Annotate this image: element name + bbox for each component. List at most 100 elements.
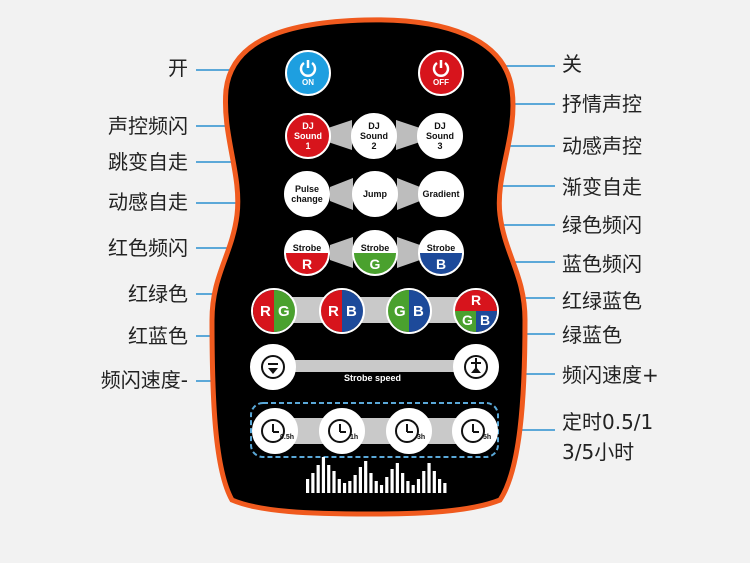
label-left-1: 声控频闪 [108, 114, 188, 138]
strobe-r-button[interactable]: Strobe R [284, 230, 330, 276]
equalizer-bar [337, 479, 341, 493]
clock-icon [328, 419, 352, 443]
gradient-label: Gradient [422, 189, 460, 199]
combo-gb-g: G [394, 303, 406, 320]
timer-5h-label: 5h [483, 434, 492, 441]
clock-icon [461, 419, 485, 443]
label-right-10: 3/5小时 [562, 440, 635, 464]
equalizer-bar [379, 485, 384, 493]
power-off-button[interactable]: OFF [418, 50, 464, 96]
equalizer-bar [364, 461, 368, 493]
equalizer-bar [438, 479, 442, 493]
equalizer-bar [369, 473, 373, 493]
power-on-button[interactable]: ON [285, 50, 331, 96]
equalizer-bar [374, 481, 378, 493]
timer-0-5h-label: 0.5h [280, 434, 295, 441]
label-right-8: 频闪速度+ [562, 363, 659, 387]
pulse-change-label: Pulse change [291, 184, 323, 204]
combo-rgb-g: G [462, 312, 473, 328]
speed-up-icon [464, 355, 488, 379]
equalizer-bar [306, 479, 310, 493]
label-right-2: 动感声控 [562, 134, 642, 158]
timer-1h-button[interactable]: 1h [319, 408, 365, 454]
dj-sound-1-button[interactable]: DJ Sound 1 [285, 113, 331, 159]
label-right-9: 定时0.5/1 [562, 410, 654, 434]
equalizer-bar [432, 471, 436, 493]
equalizer-bar [427, 463, 431, 493]
red-blue-button[interactable]: R B [319, 288, 365, 334]
red-green-button[interactable]: R G [251, 288, 297, 334]
strobe-speed-up-button[interactable] [453, 344, 499, 390]
label-left-5: 红绿色 [128, 282, 188, 306]
dj-sound-2-button[interactable]: DJ Sound 2 [351, 113, 397, 159]
sound-2-line2: Sound [360, 131, 388, 141]
speed-down-icon [261, 355, 285, 379]
label-right-6: 红绿蓝色 [562, 289, 642, 313]
timer-3h-label: 3h [417, 434, 426, 441]
sound-3-line2: Sound [426, 131, 454, 141]
equalizer-bar [416, 479, 421, 493]
strobe-b-button[interactable]: Strobe B [418, 230, 464, 276]
off-label: OFF [433, 78, 449, 87]
label-left-6: 红蓝色 [128, 324, 188, 348]
combo-rg-r: R [260, 303, 271, 320]
green-blue-button[interactable]: G B [386, 288, 432, 334]
strobe-r-letter: R [301, 255, 313, 272]
equalizer-bar [342, 483, 347, 493]
timer-3h-button[interactable]: 3h [386, 408, 432, 454]
strobe-speed-label: Strobe speed [344, 373, 402, 383]
equalizer-bar [358, 467, 362, 493]
label-right-4: 绿色频闪 [562, 213, 642, 237]
label-right-7: 绿蓝色 [562, 323, 622, 347]
timer-0-5h-button[interactable]: 0.5h [252, 408, 298, 454]
equalizer-bar [385, 477, 389, 493]
timer-5h-button[interactable]: 5h [452, 408, 498, 454]
label-right-1: 抒情声控 [562, 92, 642, 116]
sound-2-line3: 2 [371, 141, 377, 151]
strobe-b-letter: B [435, 255, 447, 272]
label-left-2: 跳变自走 [108, 150, 188, 174]
equalizer-bar [353, 475, 357, 493]
sound-1-line1: DJ [302, 121, 314, 131]
label-right-0: 关 [562, 52, 582, 76]
equalizer-bar [411, 485, 415, 493]
equalizer-bar [327, 465, 331, 493]
equalizer-bar [395, 463, 399, 493]
combo-rg-g: G [278, 303, 290, 320]
strobe-r-label: Strobe [292, 243, 322, 253]
combo-gb-b: B [413, 303, 424, 320]
label-right-5: 蓝色频闪 [562, 252, 642, 276]
sound-2-line1: DJ [368, 121, 380, 131]
equalizer-bar [311, 473, 315, 493]
jump-button[interactable]: Jump [352, 171, 398, 217]
combo-rgb-r: R [471, 292, 482, 308]
power-icon [299, 60, 317, 77]
sound-1-line2: Sound [294, 131, 322, 141]
strobe-g-button[interactable]: Strobe G [352, 230, 398, 276]
strobe-speed-down-button[interactable] [250, 344, 296, 390]
label-right-3: 渐变自走 [562, 175, 642, 199]
sound-3-line3: 3 [437, 141, 443, 151]
sound-1-line3: 1 [305, 141, 311, 151]
dj-sound-3-button[interactable]: DJ Sound 3 [417, 113, 463, 159]
strobe-b-label: Strobe [426, 243, 456, 253]
pulse-change-button[interactable]: Pulse change [284, 171, 330, 217]
label-left-3: 动感自走 [108, 190, 188, 214]
sound-3-line1: DJ [434, 121, 446, 131]
gradient-button[interactable]: Gradient [418, 171, 464, 217]
red-green-blue-button[interactable]: R G B [453, 288, 499, 334]
label-left-0: 开 [168, 56, 188, 80]
equalizer-bar [348, 481, 352, 493]
timer-1h-label: 1h [350, 434, 359, 441]
equalizer-bar [321, 457, 326, 493]
combo-rb-r: R [328, 303, 339, 320]
clock-icon [395, 419, 419, 443]
equalizer-bar [332, 471, 336, 493]
strobe-g-label: Strobe [360, 243, 390, 253]
equalizer-bar [443, 483, 447, 493]
combo-rgb-b: B [480, 312, 491, 328]
label-left-7: 频闪速度- [100, 368, 188, 392]
equalizer-bar [401, 473, 405, 493]
